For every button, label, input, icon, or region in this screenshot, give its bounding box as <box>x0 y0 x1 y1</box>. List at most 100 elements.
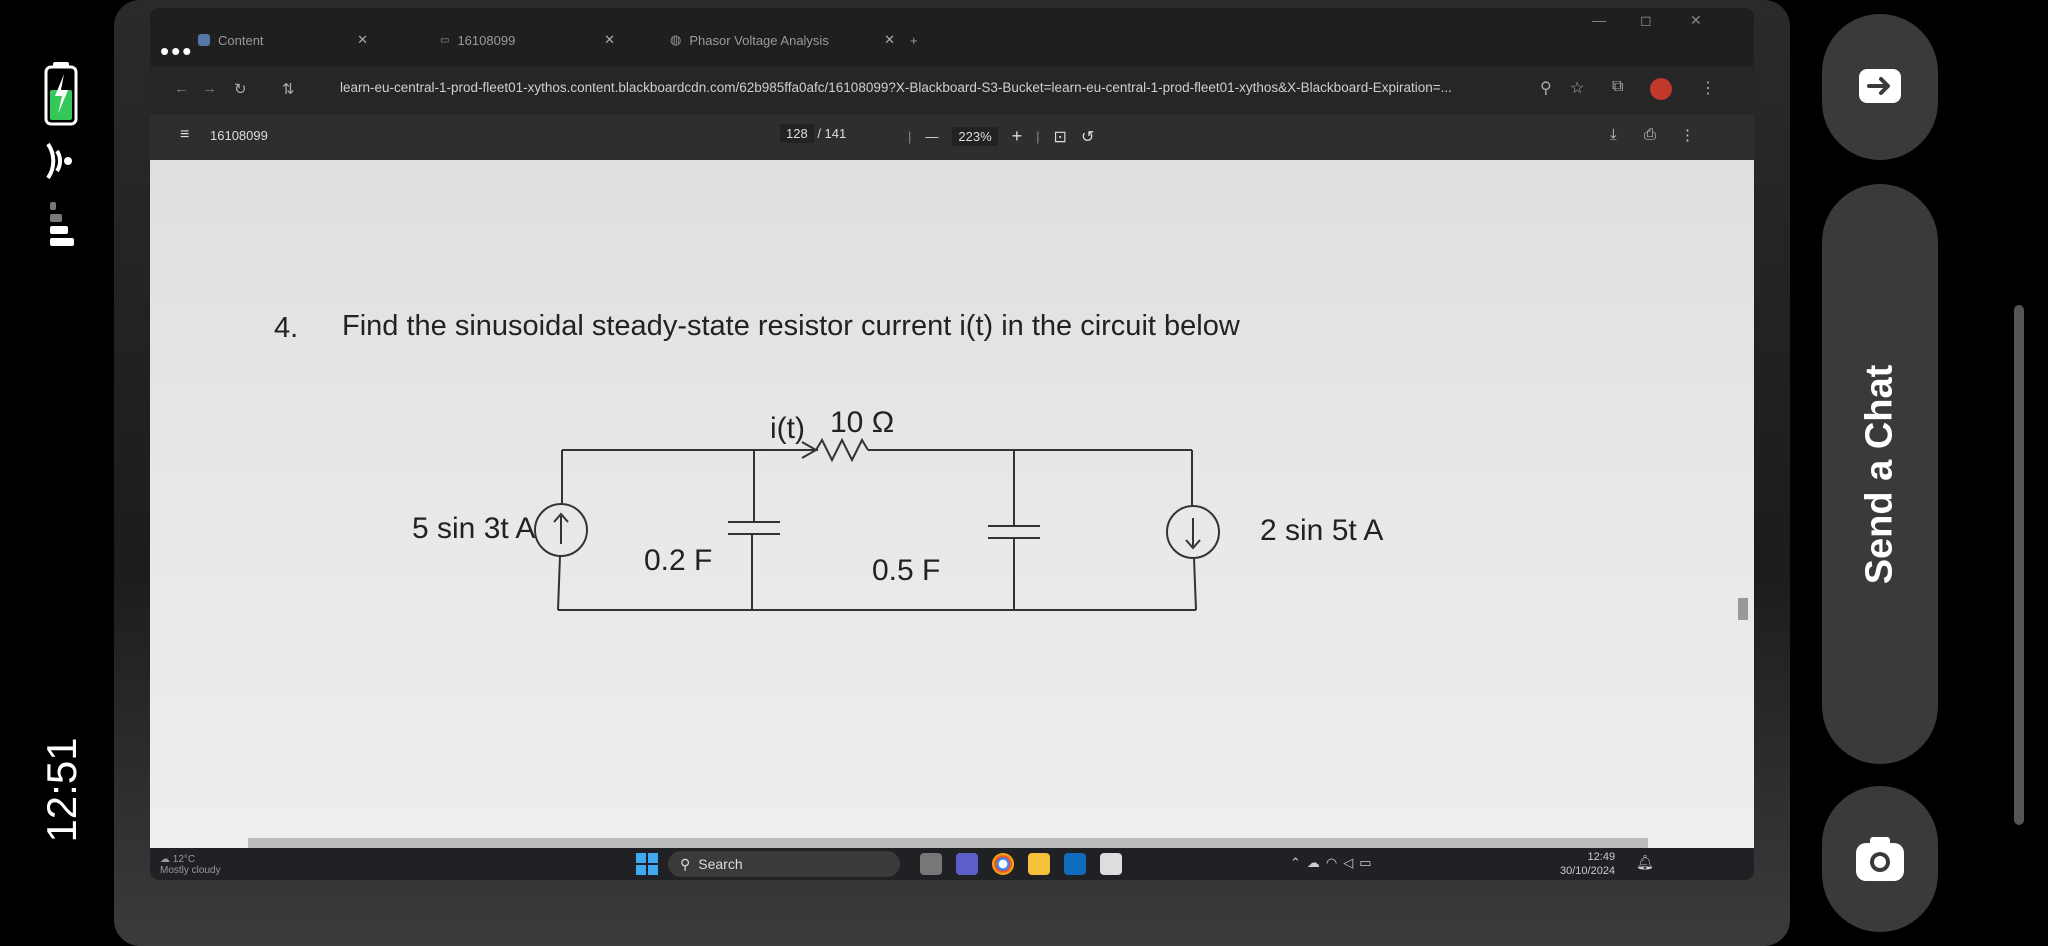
share-arrow-icon <box>1859 69 1901 103</box>
battery-charging-icon <box>44 62 78 126</box>
resistor-label: 10 Ω <box>830 406 895 439</box>
extensions-icon[interactable]: ⧉ <box>1612 78 1624 95</box>
notification-bell-icon[interactable]: 🔔︎ <box>1636 854 1654 870</box>
resistor-10-ohm <box>815 437 869 463</box>
windows-start-icon[interactable] <box>636 853 658 875</box>
pdf-page: 4. Find the sinusoidal steady-state resi… <box>150 160 1754 848</box>
current-arrow-head <box>801 441 819 459</box>
blackboard-icon <box>198 34 210 46</box>
close-icon[interactable]: ✕ <box>357 32 368 47</box>
tab-label: 16108099 <box>457 32 516 48</box>
phone-scroll-indicator <box>2014 305 2024 825</box>
site-info-icon[interactable]: ⇅ <box>282 81 295 98</box>
tab-overflow-dots[interactable]: ••• <box>160 36 194 66</box>
zoom-icon[interactable]: ⚲ <box>1540 80 1552 97</box>
source-right-label: 2 sin 5t A <box>1260 514 1384 547</box>
close-icon[interactable]: ✕ <box>604 32 615 47</box>
menu-icon[interactable]: ≡ <box>180 126 190 143</box>
browser-menu-icon[interactable]: ⋮ <box>1700 80 1716 97</box>
wire-source-right-bottom <box>1193 557 1197 611</box>
camera-icon <box>1856 837 1904 881</box>
globe-icon: ◍ <box>670 32 682 47</box>
vertical-scrollbar[interactable] <box>1738 598 1748 620</box>
plus-icon: + <box>910 32 918 48</box>
url-field[interactable]: learn-eu-central-1-prod-fleet01-xythos.c… <box>340 80 1452 95</box>
download-icon[interactable]: ⤓ <box>1610 126 1617 143</box>
fit-page-icon[interactable]: ⊡ <box>1053 128 1067 146</box>
new-tab-button[interactable]: + <box>910 24 918 56</box>
cellular-signal-icon <box>50 202 74 246</box>
taskbar-search[interactable]: ⚲ Search <box>668 851 900 877</box>
teams-icon[interactable] <box>956 853 978 875</box>
question-number: 4. <box>274 312 299 344</box>
weather-desc: Mostly cloudy <box>160 865 221 876</box>
tab-content[interactable]: Content ✕ <box>198 24 368 56</box>
outlook-icon[interactable] <box>1064 853 1086 875</box>
zoom-in-icon[interactable]: + <box>1011 126 1023 146</box>
battery-tray-icon: ▭ <box>1359 855 1378 870</box>
print-icon[interactable]: ⎙ <box>1644 126 1657 143</box>
clock-date: 30/10/2024 <box>1560 865 1616 877</box>
pdf-title: 16108099 <box>210 128 268 143</box>
current-source-right <box>1166 505 1220 559</box>
pdf-toolbar: ≡ 16108099 128 / 141 | — 223% + | ⊡ ↺ ⤓ … <box>150 114 1754 160</box>
capacitor-0-2F-label: 0.2 F <box>644 544 713 577</box>
laptop-photo: ••• Content ✕ ▭ 16108099 ✕ ◍ Phasor Volt… <box>114 0 1790 946</box>
clock-time: 12:49 <box>1587 851 1616 863</box>
pdf-icon: ▭ <box>440 34 450 46</box>
zoom-out-icon[interactable]: — <box>925 129 939 144</box>
source-left-arrow-head <box>553 512 569 523</box>
page-number-input[interactable]: 128 <box>780 124 814 143</box>
tab-phasor[interactable]: ◍ Phasor Voltage Analysis ✕ <box>670 24 895 56</box>
zoom-level[interactable]: 223% <box>952 127 998 146</box>
weather-cloud-icon: ☁ <box>160 854 170 865</box>
source-right-arrow-head <box>1185 539 1201 550</box>
close-icon[interactable]: ✕ <box>884 32 895 47</box>
browser-tab-bar: ••• Content ✕ ▭ 16108099 ✕ ◍ Phasor Volt… <box>150 8 1754 66</box>
horizontal-scrollbar[interactable] <box>248 838 1648 848</box>
zoom-controls: | — 223% + | ⊡ ↺ <box>908 126 1094 147</box>
tab-label: Phasor Voltage Analysis <box>689 32 829 48</box>
divider: | <box>1036 129 1040 144</box>
send-chat-label: Send a Chat <box>1858 364 1901 584</box>
taskbar-clock[interactable]: 12:49 30/10/2024 <box>1560 850 1615 878</box>
page-total: / 141 <box>817 126 847 141</box>
weather-temp: 12°C <box>172 854 196 865</box>
phone-clock: 12:51 <box>38 737 85 843</box>
question-text: Find the sinusoidal steady-state resisto… <box>342 310 1240 342</box>
divider: | <box>908 129 912 144</box>
restore-icon[interactable]: ◻ <box>1640 12 1652 28</box>
laptop-screen: ••• Content ✕ ▭ 16108099 ✕ ◍ Phasor Volt… <box>150 8 1754 880</box>
wifi-icon <box>46 142 72 180</box>
system-tray[interactable]: ⌃☁◠◁▭ <box>1290 855 1378 871</box>
onedrive-icon: ☁ <box>1306 855 1326 870</box>
reply-button[interactable] <box>1822 14 1938 160</box>
capacitor-0-5F-label: 0.5 F <box>872 554 941 587</box>
source-left-label: 5 sin 3t A <box>412 512 536 545</box>
file-explorer-icon[interactable] <box>1028 853 1050 875</box>
search-label: Search <box>698 856 743 872</box>
task-view-icon[interactable] <box>920 853 942 875</box>
phone-status-bar: 12:51 <box>0 0 120 946</box>
send-chat-button[interactable]: Send a Chat <box>1822 184 1938 764</box>
more-icon[interactable]: ⋮ <box>1680 127 1695 144</box>
rotate-icon[interactable]: ↺ <box>1080 128 1095 146</box>
weather-widget[interactable]: ☁ 12°C Mostly cloudy <box>160 854 221 876</box>
minimize-icon[interactable]: — <box>1592 12 1606 28</box>
wifi-tray-icon: ◠ <box>1325 855 1344 870</box>
window-close-icon[interactable]: ✕ <box>1690 12 1702 28</box>
back-icon[interactable]: ← <box>174 80 189 97</box>
forward-icon[interactable]: → <box>202 80 217 97</box>
wire-source-left-bottom <box>557 555 561 611</box>
tab-pdf[interactable]: ▭ 16108099 ✕ <box>440 24 615 56</box>
camera-button[interactable] <box>1822 786 1938 932</box>
volume-icon: ◁ <box>1343 855 1360 870</box>
page-indicator: 128 / 141 <box>780 124 847 143</box>
chrome-icon[interactable] <box>992 853 1014 875</box>
app-icon[interactable] <box>1100 853 1122 875</box>
profile-avatar[interactable] <box>1650 78 1672 100</box>
circuit-diagram <box>534 437 1220 611</box>
star-icon[interactable]: ☆ <box>1570 80 1585 97</box>
chevron-up-icon: ⌃ <box>1290 855 1307 870</box>
reload-icon[interactable]: ↻ <box>234 81 247 98</box>
